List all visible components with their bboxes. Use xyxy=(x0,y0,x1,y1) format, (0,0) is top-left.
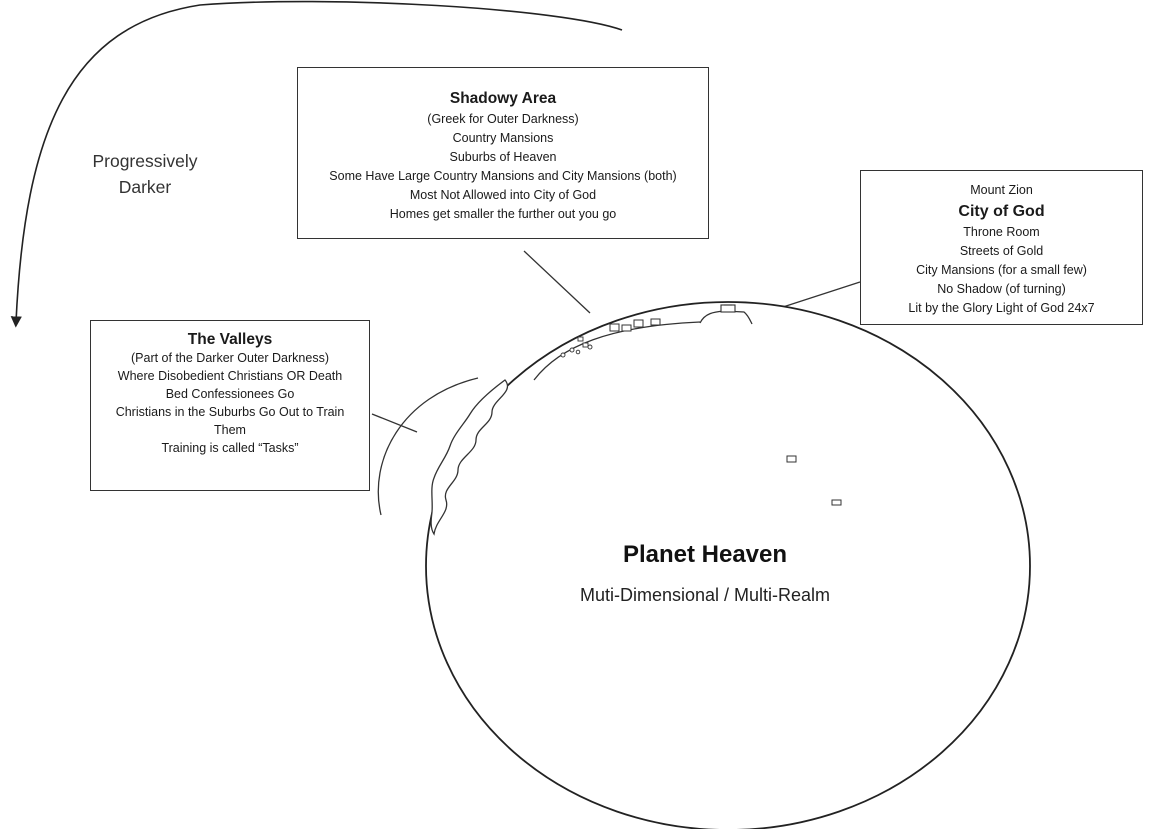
small-dwelling xyxy=(560,352,566,358)
planet-heaven-circle xyxy=(425,301,1031,829)
mansion-house xyxy=(577,336,584,342)
shadowy-area-title: Shadowy Area xyxy=(449,90,557,107)
shadowy-area-line: Some Have Large Country Mansions and Cit… xyxy=(329,169,677,183)
valleys-terrain xyxy=(430,379,508,536)
mansion-house xyxy=(609,323,620,332)
progressive-darkness-arrow xyxy=(10,0,623,328)
progressively-darker-label: Progressively Darker xyxy=(70,148,220,200)
mansion-house xyxy=(650,318,661,326)
valleys-title: The Valleys xyxy=(187,331,273,348)
city-of-god-line: Throne Room xyxy=(963,225,1040,239)
city-of-god-line: City Mansions (for a small few) xyxy=(916,263,1087,277)
shadowy-area-line: Most Not Allowed into City of God xyxy=(409,188,597,202)
city-of-god-line: Streets of Gold xyxy=(959,244,1044,258)
city-of-god-box: Mount Zion City of God Throne Room Stree… xyxy=(860,170,1143,325)
shadowy-area-leader-line xyxy=(523,250,591,314)
small-dwelling xyxy=(569,347,575,353)
city-of-god-line: No Shadow (of turning) xyxy=(937,282,1066,296)
shadowy-area-line: Country Mansions xyxy=(452,131,554,145)
throne-room-building xyxy=(720,304,736,313)
shadowy-area-box: Shadowy Area (Greek for Outer Darkness) … xyxy=(297,67,709,239)
shadowy-area-line: Homes get smaller the further out you go xyxy=(389,207,617,221)
planet-heaven-subtitle: Muti-Dimensional / Multi-Realm xyxy=(579,585,831,605)
planet-building xyxy=(786,455,797,463)
planet-heaven-title: Planet Heaven xyxy=(622,541,788,568)
valleys-line: Bed Confessionees Go xyxy=(165,387,295,401)
outer-darkness-arc xyxy=(377,377,479,516)
city-of-god-pretitle: Mount Zion xyxy=(970,183,1033,197)
valleys-line: Training is called “Tasks” xyxy=(161,441,299,455)
valleys-box: The Valleys (Part of the Darker Outer Da… xyxy=(90,320,370,491)
valleys-leader-line xyxy=(371,413,418,433)
city-of-god-line: Lit by the Glory Light of God 24x7 xyxy=(908,301,1095,315)
shadowy-area-line: (Greek for Outer Darkness) xyxy=(427,112,579,126)
valleys-line: Christians in the Suburbs Go Out to Trai… xyxy=(115,405,345,419)
planet-building xyxy=(831,499,842,506)
mansion-house xyxy=(633,319,644,328)
shadowy-area-line: Suburbs of Heaven xyxy=(449,150,557,164)
progressive-label-line-2: Darker xyxy=(118,177,172,197)
valleys-line: Them xyxy=(214,423,246,437)
small-dwelling xyxy=(575,349,581,355)
valleys-line: Where Disobedient Christians OR Death xyxy=(117,369,343,383)
progressive-label-line-1: Progressively xyxy=(92,151,198,171)
valleys-line: (Part of the Darker Outer Darkness) xyxy=(131,351,329,365)
mansion-house xyxy=(621,324,632,332)
mansion-house xyxy=(582,342,589,348)
small-dwelling xyxy=(587,344,593,350)
city-of-god-title: City of God xyxy=(958,203,1045,220)
shadowy-area-hill xyxy=(533,321,701,381)
